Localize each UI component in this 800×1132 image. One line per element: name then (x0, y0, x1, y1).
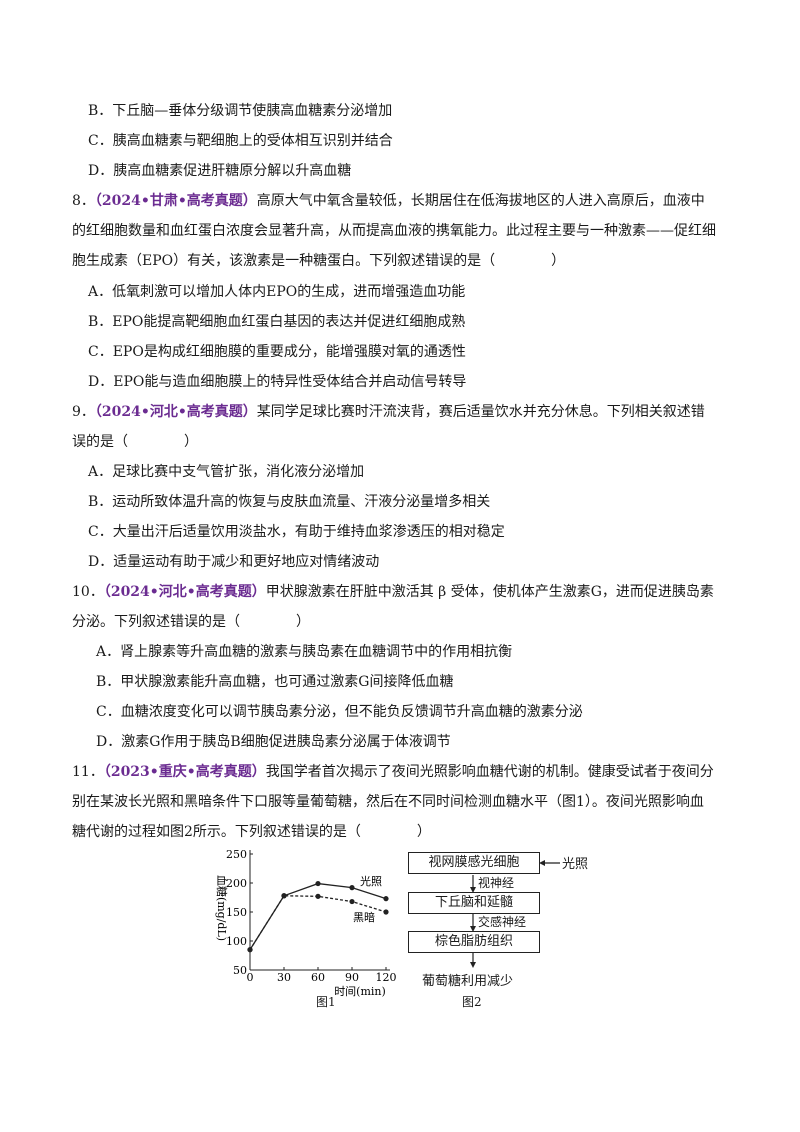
q11-stem-line3: 糖代谢的过程如图2所示。下列叙述错误的是（ ） (72, 824, 431, 840)
x-tick-label: 120 (376, 971, 397, 984)
figure-1-caption: 图1 (316, 995, 336, 1009)
x-tick-label: 0 (247, 971, 254, 984)
brown-adipose-tissue-box: 棕色脂肪组织 (408, 931, 540, 953)
data-point-light (315, 880, 321, 887)
q10-option-d: D．激素G作用于胰岛B细胞促进胰岛素分泌属于体液调节 (96, 734, 451, 750)
light-input-arrowhead (539, 860, 545, 866)
data-point-dark (349, 898, 355, 905)
q9-option-a: A．足球比赛中支气管扩张，消化液分泌增加 (88, 464, 365, 480)
q9-stem-line1: 9．（2024•河北•高考真题）某同学足球比赛时汗流浃背，赛后适量饮水并充分休息… (72, 401, 705, 421)
q8-source-tag: （2024•甘肃•高考真题） (94, 193, 257, 209)
y-tick-label: 50 (233, 964, 247, 977)
y-tick-label: 250 (226, 848, 247, 861)
data-point-dark (281, 893, 287, 899)
arrowhead-2 (470, 926, 476, 932)
q10-number: 10． (72, 584, 104, 600)
q9-stem-text1: 某同学足球比赛时汗流浃背，赛后适量饮水并充分休息。下列相关叙述错 (256, 404, 705, 420)
q9-stem-line2: 误的是（ ） (72, 434, 198, 450)
q8-option-c: C．EPO是构成红细胞膜的重要成分，能增强膜对氧的通透性 (88, 344, 466, 360)
q8-option-a: A．低氧刺激可以增加人体内EPO的生成，进而增强造血功能 (88, 284, 466, 300)
q9-option-b: B．运动所致体温升高的恢复与皮肤血流量、汗液分泌量增多相关 (88, 494, 491, 510)
hypothalamus-medulla-box: 下丘脑和延髓 (408, 892, 540, 914)
q10-source-tag: （2024•河北•高考真题） (103, 584, 266, 600)
q10-stem-line2: 分泌。下列叙述错误的是（ ） (72, 614, 310, 630)
q8-stem-line1: 8．（2024•甘肃•高考真题）高原大气中氧含量较低，长期居住在低海拔地区的人进… (72, 190, 705, 210)
q11-stem-line1: 11．（2023•重庆•高考真题）我国学者首次揭示了夜间光照影响血糖代谢的机制。… (72, 761, 714, 781)
arrowhead-3 (470, 962, 476, 968)
y-tick-label: 100 (226, 935, 247, 948)
q8-stem-line2: 的红细胞数量和血红蛋白浓度会显著升高，从而提高血液的携氧能力。此过程主要与一种激… (72, 223, 716, 239)
q10-stem-line1: 10．（2024•河北•高考真题）甲状腺激素在肝脏中激活其 β 受体，使机体产生… (72, 581, 714, 601)
light-input-label: 光照 (562, 857, 589, 872)
figure-2: 视网膜感光细胞 光照 视神经 下丘脑和延髓 交感神经 棕色脂肪组织 葡萄糖利用减… (400, 848, 590, 1010)
x-axis-label: 时间(min) (334, 985, 386, 998)
q8-option-b: B．EPO能提高靶细胞血红蛋白基因的表达并促进红细胞成熟 (88, 314, 466, 330)
q10-stem-text1: 甲状腺激素在肝脏中激活其 β 受体，使机体产生激素G，进而促进胰岛素 (265, 584, 714, 600)
q11-stem-text1: 我国学者首次揭示了夜间光照影响血糖代谢的机制。健康受试者于夜间分 (265, 764, 714, 780)
q9-option-d: D．适量运动有助于减少和更好地应对情绪波动 (88, 554, 380, 570)
data-point-light (349, 885, 355, 891)
q8-stem-line3: 胞生成素（EPO）有关，该激素是一种糖蛋白。下列叙述错误的是（ ） (72, 253, 566, 269)
x-tick-label: 30 (277, 971, 291, 984)
q7-option-b: B．下丘脑—垂体分级调节使胰高血糖素分泌增加 (88, 103, 393, 119)
q11-number: 11． (72, 764, 104, 780)
q8-stem-text1: 高原大气中氧含量较低，长期居住在低海拔地区的人进入高原后，血液中 (256, 193, 705, 209)
glucose-utilization-result: 葡萄糖利用减少 (422, 974, 514, 989)
q8-number: 8． (72, 193, 95, 209)
q10-option-c: C．血糖浓度变化可以调节胰岛素分泌，但不能负反馈调节升高血糖的激素分泌 (96, 704, 583, 720)
q9-source-tag: （2024•河北•高考真题） (94, 404, 257, 420)
x-tick-label: 90 (345, 971, 359, 984)
figure-1: 0 30 60 90 120 50 100 150 200 250 血糖(mg/dL) 时间(mi… (210, 838, 410, 1009)
q11-stem-line2: 别在某波长光照和黑暗条件下口服等量葡萄糖，然后在不同时间检测血糖水平（图1）。夜… (72, 794, 704, 810)
blood-glucose-chart: 0 30 60 90 120 50 100 150 200 250 血糖(mg/dL) 时间(mi… (215, 848, 397, 998)
y-tick-label: 150 (226, 906, 247, 919)
retina-photoreceptor-box: 视网膜感光细胞 (408, 852, 540, 874)
arrowhead-1 (470, 887, 476, 893)
figure-2-caption: 图2 (462, 995, 482, 1009)
q8-option-d: D．EPO能与造血细胞膜上的特异性受体结合并启动信号转导 (88, 374, 467, 390)
x-tick-label: 60 (311, 971, 325, 984)
flow-arrows (470, 860, 560, 968)
q7-option-c: C．胰高血糖素与靶细胞上的受体相互识别并结合 (88, 133, 393, 149)
q10-option-a: A．肾上腺素等升高血糖的激素与胰岛素在血糖调节中的作用相抗衡 (96, 644, 513, 660)
optic-nerve-label: 视神经 (478, 876, 515, 890)
q7-option-d: D．胰高血糖素促进肝糖原分解以升高血糖 (88, 163, 352, 179)
data-point-dark (247, 947, 253, 953)
data-point-dark (315, 893, 321, 899)
q9-number: 9． (72, 404, 95, 420)
y-axis-label: 血糖(mg/dL) (215, 875, 229, 941)
sympathetic-nerve-label: 交感神经 (478, 915, 527, 929)
data-point-dark (383, 909, 389, 915)
data-point-light (383, 896, 389, 902)
series-label-light: 光照 (360, 874, 382, 888)
q9-option-c: C．大量出汗后适量饮用淡盐水，有助于维持血浆渗透压的相对稳定 (88, 524, 505, 540)
q10-option-b: B．甲状腺激素能升高血糖，也可通过激素G间接降低血糖 (96, 674, 454, 690)
q11-source-tag: （2023•重庆•高考真题） (103, 764, 266, 780)
series-label-dark: 黑暗 (353, 910, 375, 924)
y-tick-label: 200 (226, 877, 247, 890)
